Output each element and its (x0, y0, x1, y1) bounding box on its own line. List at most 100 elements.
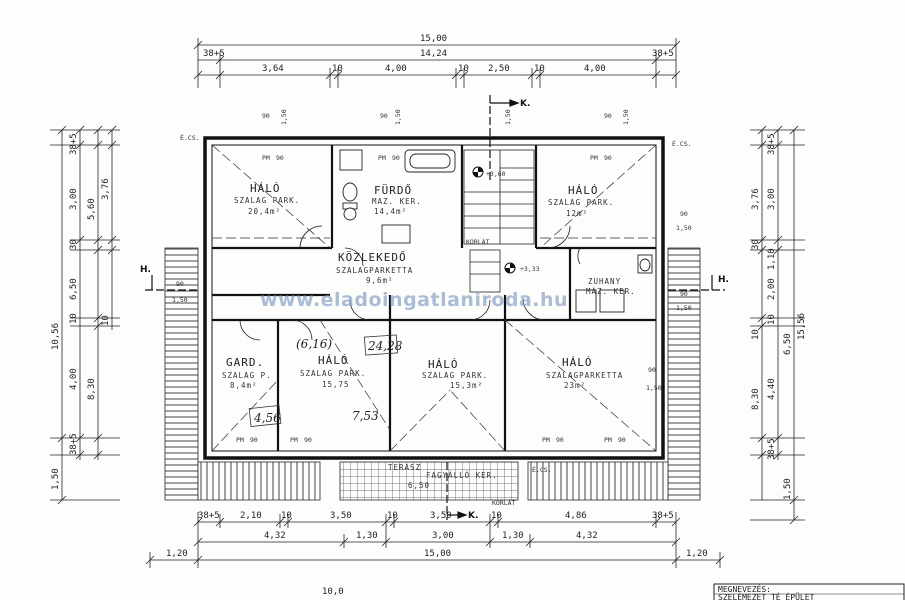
pm-val-4: 90 (250, 436, 258, 444)
room-name: TERASZ (388, 463, 421, 472)
top-seg3-dim: 2,50 (488, 64, 510, 74)
room-label-terasz: TERASZ FAGYÁLLÓ KER. 6,50 (388, 463, 498, 490)
room-floor: SZALAGPARKETTA (336, 266, 413, 275)
bottom-seg4: 4,86 (565, 511, 587, 521)
bottom-row2-d: 1,30 (502, 531, 524, 541)
bottom-row2-e: 4,32 (576, 531, 598, 541)
window-mark-12: 90 (680, 290, 688, 298)
right-mid-a: 8,30 (751, 388, 761, 410)
bottom-seg1: 2,10 (240, 511, 262, 521)
room-label-halo-1: HÁLÓ SZALAG PARK. 20,4m² (234, 182, 300, 216)
bottom-dimension-text: 38+5 38+5 2,10 10 3,50 10 3,50 10 4,86 4… (166, 511, 708, 597)
staircase (463, 149, 535, 293)
room-floor: SZALAGPARKETTA (546, 371, 623, 380)
section-k-top-label: K. (520, 99, 530, 109)
window-marks: 90 1,50 90 1,50 1,50 90 1,50 PM 90 PM 90… (172, 109, 692, 444)
legend-title: MEGNEVEZÉS: (718, 583, 771, 594)
pm-mark-1: PM (262, 154, 270, 162)
room-area: 9,6m² (366, 276, 394, 285)
pm-val-7: 90 (618, 436, 626, 444)
room-label-zuhany: ZUHANY MÁZ. KER. (586, 277, 636, 296)
left-outer-b: 10,56 (51, 323, 61, 350)
room-label-kozlekedo: KÖZLEKEDŐ SZALAGPARKETTA 9,6m² (336, 250, 413, 285)
right-inner-e: 10 (751, 329, 761, 340)
room-name: ZUHANY (588, 277, 621, 286)
pm-val-2: 90 (392, 154, 400, 162)
room-label-halo-4: HÁLÓ SZALAG PARK. 15,3m² (422, 358, 488, 390)
hand-note-3: 4,56 (253, 411, 281, 425)
room-floor: SZALAG PARK. (234, 196, 300, 205)
handwritten-notes: (6,16) 24,28 4,56 7,53 (248, 334, 403, 427)
room-name: HÁLÓ (568, 184, 599, 197)
roof-diagonals (211, 144, 657, 452)
room-label-furdo: FÜRDŐ MAZ. KER. 14,4m² (372, 183, 421, 216)
right-outer-b: 1,50 (783, 478, 793, 500)
window-mark-5: 1,50 (504, 109, 512, 125)
bottom-w1: 10 (281, 511, 292, 521)
top-w3-dim: 10 (534, 64, 545, 74)
room-label-halo-2: HÁLÓ SZALAG PARK. 12m² (548, 184, 613, 218)
top-dimension-text: 15,00 14,24 38+5 38+5 3,64 10 4,00 10 2,… (203, 34, 674, 74)
room-name: KÖZLEKEDŐ (338, 250, 407, 264)
hand-note-2: 24,28 (367, 339, 403, 353)
pm-val-5: 90 (304, 436, 312, 444)
interior-walls (212, 145, 656, 451)
right-mid-d: 2,00 (767, 278, 777, 300)
room-label-halo-3: HÁLÓ SZALAG PARK. 15,75 (300, 354, 366, 389)
bottom-seg2: 3,50 (330, 511, 352, 521)
window-mark-2: 1,50 (280, 109, 288, 125)
room-area: 20,4m² (248, 207, 281, 216)
window-mark-9: 1,50 (676, 224, 692, 232)
room-floor: SZALAG PARK. (300, 369, 366, 378)
left-inner-d: 6,50 (69, 278, 79, 300)
bottom-row2-c: 3,00 (432, 531, 454, 541)
right-inner-h: 30 (751, 239, 761, 250)
bottom-w2: 10 (387, 511, 398, 521)
window-mark-3: 90 (380, 112, 388, 120)
level-1-text: +3,60 (486, 170, 506, 178)
right-inner-f: 1,10 (767, 248, 777, 270)
pm-mark-3: PM (590, 154, 598, 162)
room-floor: MÁZ. KER. (586, 287, 636, 296)
top-right-wall-dim: 38+5 (652, 49, 674, 59)
top-left-wall-dim: 38+5 (203, 49, 225, 59)
window-mark-8: 90 (680, 210, 688, 218)
room-name: GARD. (226, 356, 264, 369)
pm-val-1: 90 (276, 154, 284, 162)
bottom-row2-b: 1,30 (356, 531, 378, 541)
right-mid-b: 6,50 (783, 333, 793, 355)
bottom-left-wall: 38+5 (198, 511, 220, 521)
right-inner-d: 4,40 (767, 378, 777, 400)
room-floor: FAGYÁLLÓ KER. (426, 471, 498, 480)
window-mark-6: 90 (604, 112, 612, 120)
right-inner-g: 38+5 (767, 438, 777, 460)
right-inner-a: 3,76 (751, 188, 761, 210)
right-outer-a: 15,56 (797, 313, 807, 340)
legend-line: SZELÉMEZET TÉ ÉPÜLET (718, 591, 815, 600)
hand-note-4: 7,53 (352, 409, 379, 423)
room-floor: SZALAG PARK. (422, 371, 488, 380)
title-block: MEGNEVEZÉS: SZELÉMEZET TÉ ÉPÜLET (713, 583, 905, 600)
door-swings (239, 225, 581, 341)
window-mark-1: 90 (262, 112, 270, 120)
room-floor: SZALAG P. (222, 371, 272, 380)
ecs-label-left: É.CS. (180, 133, 200, 142)
outer-walls (203, 136, 665, 460)
pm-mark-7: PM (604, 436, 612, 444)
bottom-row2-a: 4,32 (264, 531, 286, 541)
korlat-label-2: KORLÁT (492, 498, 516, 507)
window-mark-11: 1,50 (172, 296, 188, 304)
room-area: 23m² (564, 381, 586, 390)
bottom-seg3: 3,50 (430, 511, 452, 521)
bathroom-fixtures (339, 149, 653, 313)
right-dimension-text: 15,56 1,50 8,30 6,50 10 2,00 3,76 3,00 3… (751, 133, 807, 500)
bottom-row3-mid: 15,00 (424, 549, 451, 559)
room-name: HÁLÓ (318, 354, 349, 367)
right-mid-c: 10 (767, 314, 777, 325)
pm-mark-6: PM (542, 436, 550, 444)
left-inner-c: 10 (69, 313, 79, 324)
room-area: 8,4m² (230, 381, 258, 390)
window-mark-15: 1,50 (646, 384, 662, 392)
pm-mark-4: PM (236, 436, 244, 444)
